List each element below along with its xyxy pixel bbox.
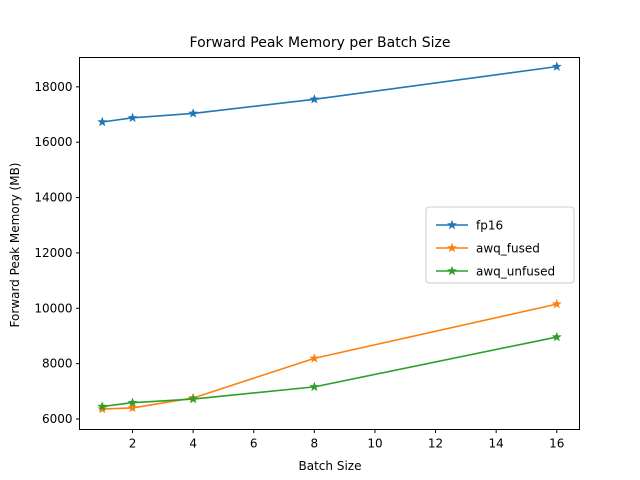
marker-fp16 [309, 94, 320, 104]
x-axis-label: Batch Size [299, 459, 362, 473]
marker-fp16 [188, 108, 199, 118]
marker-awq_fused [309, 353, 320, 363]
legend-label-fp16: fp16 [476, 219, 503, 233]
marker-awq_fused [551, 298, 562, 309]
x-tick-label: 6 [250, 437, 258, 451]
x-tick-label: 14 [489, 437, 504, 451]
legend-label-awq_fused: awq_fused [476, 242, 540, 256]
legend-marker-fp16 [447, 219, 457, 230]
y-axis-ticks: 6000 8000 10000 12000 14000 16000 18000 [34, 80, 80, 426]
marker-fp16 [97, 116, 108, 127]
marker-fp16 [551, 61, 562, 71]
x-tick-label: 12 [428, 437, 443, 451]
y-tick-label: 6000 [42, 412, 73, 426]
series-awq_unfused [97, 331, 562, 411]
legend-label-awq_unfused: awq_unfused [476, 265, 555, 279]
line-fp16 [101, 65, 558, 123]
y-tick-label: 10000 [34, 301, 72, 315]
x-axis-ticks: 2 4 6 8 10 12 14 16 [129, 429, 564, 451]
x-tick-label: 10 [367, 437, 382, 451]
plot-frame [79, 57, 580, 430]
x-tick-label: 4 [189, 437, 197, 451]
series-fp16 [97, 61, 562, 127]
marker-awq_unfused [97, 401, 108, 411]
y-tick-label: 18000 [34, 80, 72, 94]
legend-marker-awq_fused [447, 242, 457, 253]
line-awq_unfused [101, 336, 558, 408]
chart-legend[interactable]: fp16 awq_fused awq_unfused [425, 206, 575, 284]
legend-box [425, 206, 575, 284]
marker-awq_unfused [188, 393, 199, 404]
marker-awq_unfused [551, 331, 562, 342]
legend-marker-awq_unfused [447, 265, 457, 276]
chart-title: Forward Peak Memory per Batch Size [190, 35, 451, 51]
x-tick-label: 16 [549, 437, 564, 451]
y-axis-label: Forward Peak Memory (MB) [8, 163, 22, 328]
line-awq_fused [101, 303, 558, 410]
x-tick-label: 2 [129, 437, 137, 451]
series-awq_fused [97, 298, 562, 414]
y-tick-label: 16000 [34, 135, 72, 149]
y-tick-label: 12000 [34, 246, 72, 260]
marker-awq_fused [127, 402, 138, 413]
marker-fp16 [127, 112, 138, 123]
marker-awq_unfused [127, 397, 138, 407]
y-tick-label: 8000 [42, 357, 73, 371]
y-tick-label: 14000 [34, 191, 72, 205]
marker-awq_unfused [309, 381, 320, 392]
data-series-group [97, 61, 562, 414]
x-tick-label: 8 [311, 437, 319, 451]
